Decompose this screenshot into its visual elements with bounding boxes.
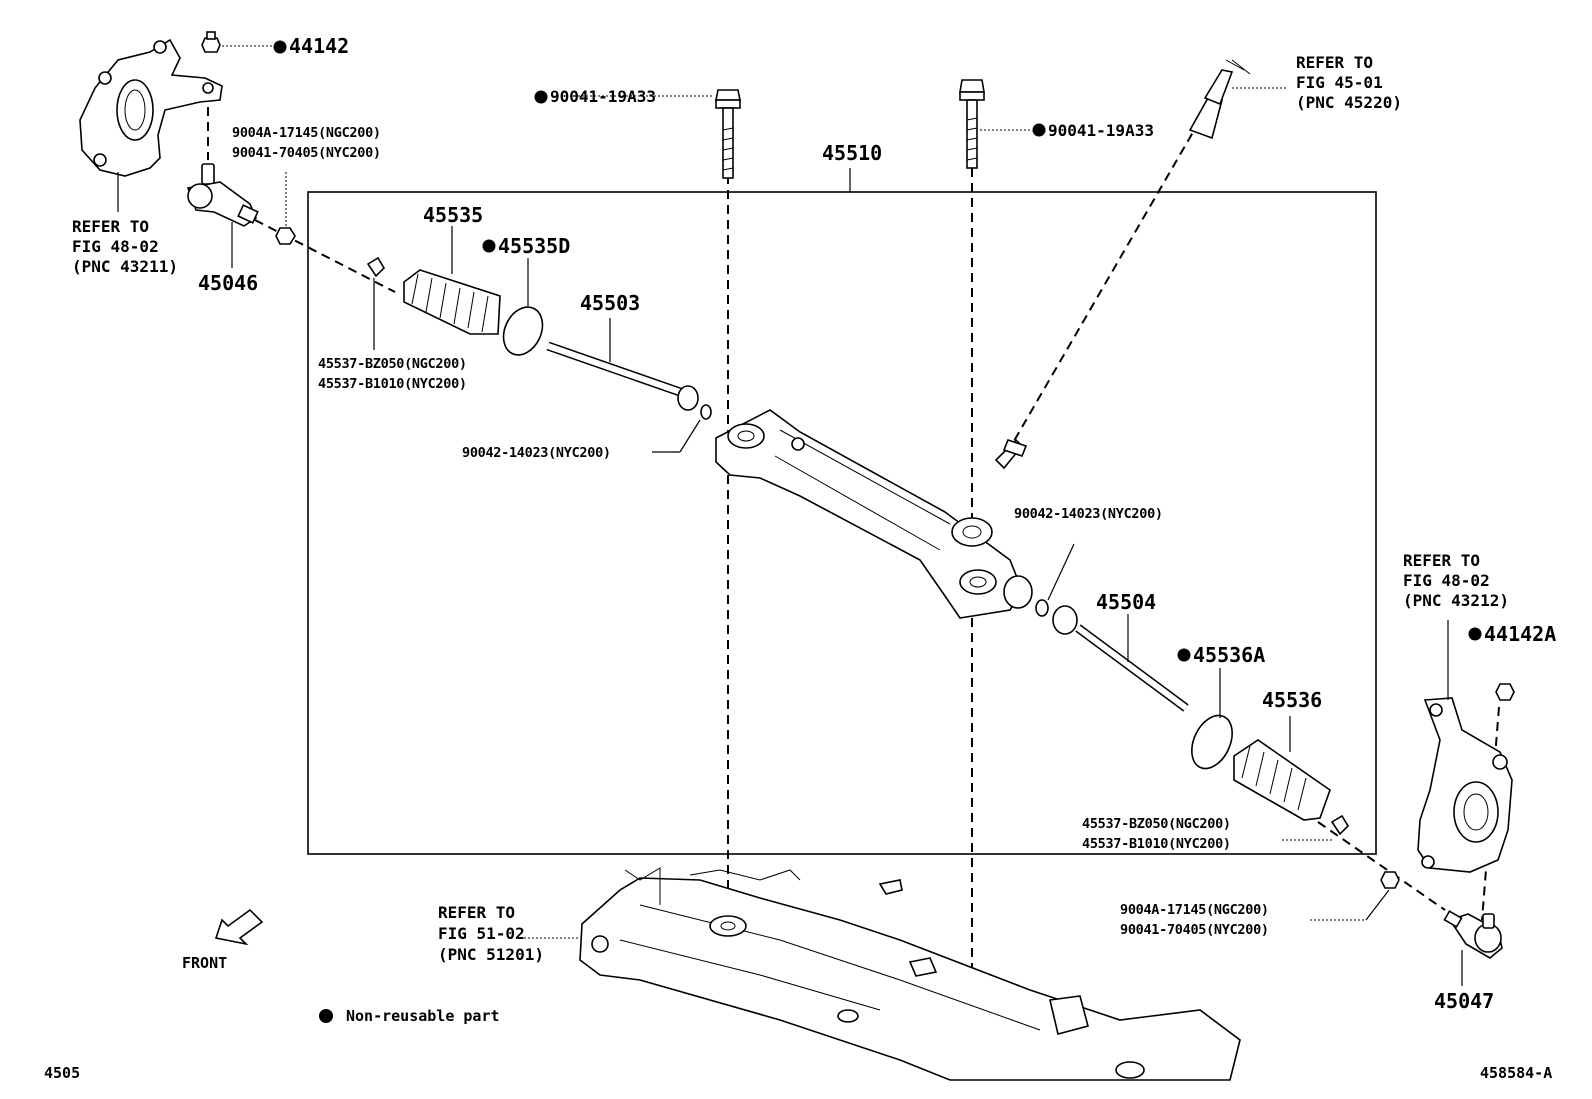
ref-knuckle-left-3: (PNC 43211) — [72, 257, 178, 276]
washer-left-label: 90042-14023(NYC200) — [462, 445, 611, 461]
callout-45047: 45047 — [1434, 989, 1494, 1013]
boot-band-left — [502, 306, 544, 356]
callout-44142: 44142 — [289, 34, 349, 58]
ref-crossmember-1: REFER TO — [438, 903, 515, 922]
front-crossmember — [579, 867, 1241, 1081]
mounting-bolt-left — [715, 89, 741, 179]
callout-45536A: 45536A — [1193, 643, 1265, 667]
ref-shaft-3: (PNC 45220) — [1296, 93, 1402, 112]
nut-44142 — [201, 31, 221, 53]
nut-left-label-2: 90041-70405(NYC200) — [232, 145, 381, 161]
nut-right-label-2: 90041-70405(NYC200) — [1120, 922, 1269, 938]
ref-crossmember-2: FIG 51-02 — [438, 924, 525, 943]
nut-tie-rod-right — [1380, 871, 1400, 889]
boot-band-right — [1191, 714, 1233, 770]
clamp-left-label-2: 45537-B1010(NYC200) — [318, 376, 467, 392]
non-reusable-mark — [482, 239, 496, 253]
tie-rod-end-left — [186, 163, 259, 227]
figure-id: 458584-A — [1480, 1064, 1552, 1082]
boot-clamp-right — [1330, 814, 1350, 836]
steering-knuckle-right — [1417, 697, 1513, 873]
ref-shaft-2: FIG 45-01 — [1296, 73, 1383, 92]
rack-boot-right — [1233, 739, 1331, 821]
steering-gear-housing — [715, 409, 1033, 619]
callout-45046: 45046 — [198, 271, 258, 295]
non-reusable-mark — [534, 90, 548, 104]
non-reusable-legend-icon — [319, 1009, 333, 1023]
front-arrow-icon — [214, 908, 264, 946]
clamp-left-label-1: 45537-BZ050(NGC200) — [318, 356, 467, 372]
washer-right — [1035, 599, 1049, 617]
ref-knuckle-right-3: (PNC 43212) — [1403, 591, 1509, 610]
non-reusable-mark — [1032, 123, 1046, 137]
ref-knuckle-left-2: FIG 48-02 — [72, 237, 159, 256]
tie-rod-end-right — [1443, 910, 1503, 959]
clamp-right-label-2: 45537-B1010(NYC200) — [1082, 836, 1231, 852]
tie-rod-right — [1052, 605, 1189, 712]
ref-crossmember-3: (PNC 51201) — [438, 945, 544, 964]
mounting-bolt-right — [959, 79, 985, 169]
callout-45504: 45504 — [1096, 590, 1156, 614]
washer-right-label: 90042-14023(NYC200) — [1014, 506, 1163, 522]
callout-45510: 45510 — [822, 141, 882, 165]
callout-45535: 45535 — [423, 203, 483, 227]
callout-90041-left: 90041-19A33 — [550, 87, 656, 106]
clamp-right-label-1: 45537-BZ050(NGC200) — [1082, 816, 1231, 832]
non-reusable-mark — [1177, 648, 1191, 662]
non-reusable-mark — [273, 40, 287, 54]
nut-tie-rod-left — [275, 227, 296, 245]
tie-rod-left — [546, 341, 712, 420]
nut-44142A — [1495, 683, 1515, 701]
front-label: FRONT — [182, 954, 227, 972]
non-reusable-mark — [1468, 627, 1482, 641]
boot-clamp-left — [366, 256, 386, 278]
nut-right-label-1: 9004A-17145(NGC200) — [1120, 902, 1269, 918]
ref-knuckle-right-1: REFER TO — [1403, 551, 1480, 570]
callout-44142A: 44142A — [1484, 622, 1556, 646]
steering-knuckle-left — [79, 38, 223, 177]
steering-intermediate-shaft — [1188, 59, 1251, 140]
ref-knuckle-left-1: REFER TO — [72, 217, 149, 236]
callout-45503: 45503 — [580, 291, 640, 315]
nut-left-label-1: 9004A-17145(NGC200) — [232, 125, 381, 141]
ref-knuckle-right-2: FIG 48-02 — [1403, 571, 1490, 590]
callout-45535D: 45535D — [498, 234, 570, 258]
legend-text: Non-reusable part — [346, 1007, 500, 1025]
rack-boot-left — [403, 269, 501, 335]
callout-90041-right: 90041-19A33 — [1048, 121, 1154, 140]
ref-shaft-1: REFER TO — [1296, 53, 1373, 72]
page-code: 4505 — [44, 1064, 80, 1082]
callout-45536: 45536 — [1262, 688, 1322, 712]
assembly-frame — [307, 191, 1377, 855]
